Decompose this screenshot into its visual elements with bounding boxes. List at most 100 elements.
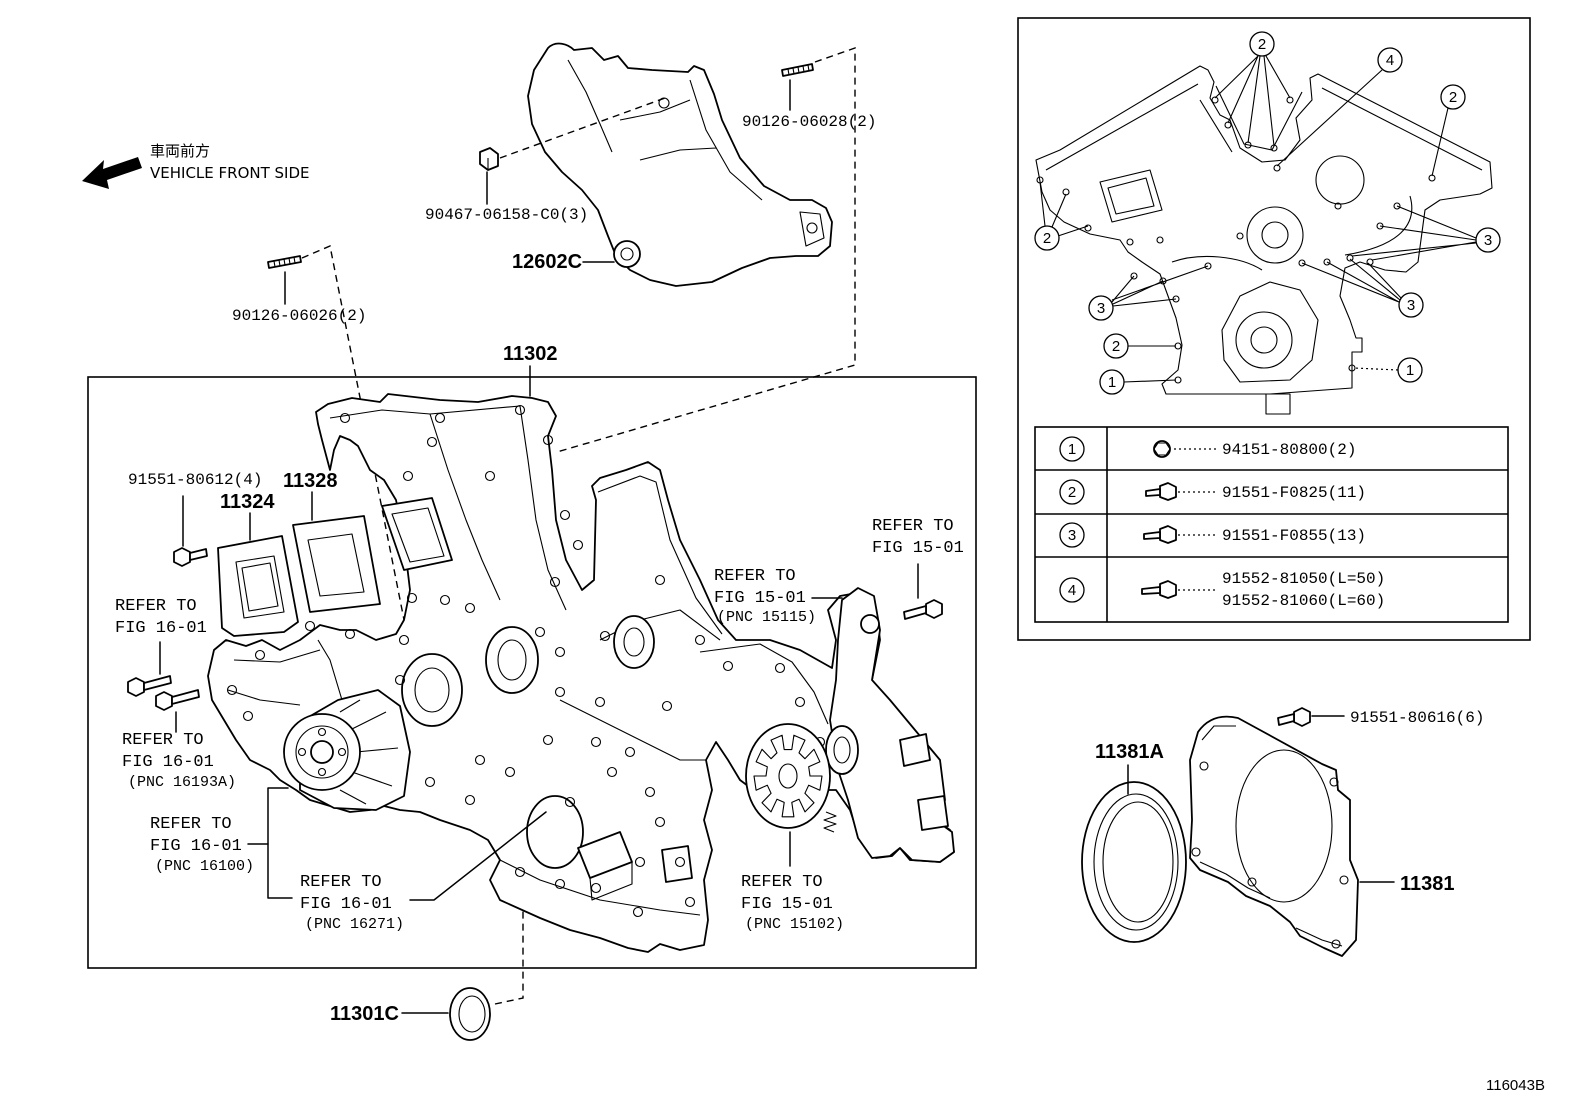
- ref-pnc16193a-pnc: (PNC 16193A): [128, 774, 236, 791]
- table-key: 1: [1068, 441, 1076, 458]
- inset-bolt-hole: [1348, 364, 1356, 372]
- nut-hex-icon: [1153, 442, 1171, 456]
- bolt-hole: [426, 436, 438, 448]
- direction-arrow-icon: [82, 157, 142, 189]
- callout-2-left: 2: [1034, 225, 1060, 251]
- inset-bolt-hole: [1236, 232, 1244, 240]
- bolt-hole: [594, 696, 606, 708]
- housing-outlet: [917, 795, 949, 831]
- water-pump-hub: [295, 725, 349, 779]
- ref-pnc16271-line1: REFER TO: [300, 873, 382, 892]
- bolt-hole: [654, 816, 666, 828]
- ref-pnc16100-pnc: (PNC 16100): [155, 858, 254, 875]
- water-pump-shaft: [310, 740, 334, 764]
- inset-water-pump-bore: [1246, 206, 1304, 264]
- bolt-hole: [242, 710, 254, 722]
- bolt-plate: 91551-80612(4): [128, 471, 262, 567]
- callout-circle: [1440, 84, 1466, 110]
- bolt-hole: [464, 602, 476, 614]
- bolt-shaft-icon: [143, 675, 172, 691]
- callout-number: 1: [1406, 362, 1414, 379]
- ref-pnc15102-line2: FIG 15-01: [741, 895, 833, 914]
- bolt-hole: [564, 796, 576, 808]
- ref-pnc16193a-line1: REFER TO: [122, 731, 204, 750]
- bolt-hole: [439, 594, 451, 606]
- inset-bolt-hole: [1334, 202, 1342, 210]
- inset-head-lines: [1045, 83, 1483, 271]
- rear-retainer-11381: 11381: [1189, 715, 1455, 957]
- bolt-hole: [554, 686, 566, 698]
- bolt-hole: [774, 662, 786, 674]
- callout-number: 3: [1484, 232, 1492, 249]
- coolant-window-inner: [391, 507, 445, 563]
- table-key: 3: [1068, 527, 1076, 544]
- water-inlet-bore: [414, 667, 450, 713]
- front-oil-seal-11301c: 11301C: [330, 987, 491, 1041]
- bolt-hole: [304, 620, 316, 632]
- bolt-hole: [344, 628, 356, 640]
- retainer-bolt-hole: [1199, 761, 1209, 771]
- inset-oil-pump-lobe: [1221, 281, 1319, 383]
- callout-number: 3: [1407, 297, 1415, 314]
- bolt-hole: [684, 896, 696, 908]
- timing-cover-11302: [207, 393, 955, 953]
- bolt-hole: [599, 630, 611, 642]
- direction-label-en: VEHICLE FRONT SIDE: [150, 164, 310, 182]
- callout-circle: [1088, 295, 1114, 321]
- bolt-hole: [474, 754, 486, 766]
- bolt-hole: [434, 412, 446, 424]
- bolt-hole: [674, 856, 686, 868]
- bolt-hole: [722, 660, 734, 672]
- inset-cover-outline: [1035, 65, 1493, 395]
- ref-pnc15115: REFER TO FIG 15-01 (PNC 15115): [714, 567, 843, 626]
- callout-1-right: 1: [1397, 357, 1423, 383]
- table-row: 3 91551-F0855(13): [1059, 522, 1366, 548]
- upper-cover-outline: [527, 42, 833, 287]
- nut-part-number: 90467-06158-C0(3): [425, 206, 588, 224]
- callout-circle: [1103, 333, 1129, 359]
- plate-11324: 11324: [217, 491, 299, 637]
- ref-pnc16271: REFER TO FIG 16-01 (PNC 16271): [300, 811, 547, 933]
- stud-lower-assembly-line: [301, 245, 409, 641]
- inset-bolt-hole: [1376, 222, 1384, 230]
- plate-outline: [217, 535, 299, 637]
- timing-cover-outline: [207, 393, 955, 953]
- inset-bolt-hole: [1366, 258, 1374, 266]
- callout-number: 2: [1449, 89, 1457, 106]
- inset-bolt-hole: [1211, 96, 1219, 104]
- callout-2-lower: 2: [1103, 333, 1129, 359]
- bolt-hole: [424, 776, 436, 788]
- retainer-part-number: 11381: [1400, 873, 1455, 895]
- housing-nozzle: [899, 733, 931, 767]
- bolt-hole: [542, 734, 554, 746]
- ref-pnc15102: REFER TO FIG 15-01 (PNC 15102): [741, 831, 844, 933]
- inset-frame: [1017, 17, 1531, 641]
- oil-filter-boss: [613, 615, 655, 669]
- bolt-hole: [606, 766, 618, 778]
- pulley-bolt-hole: [297, 747, 307, 757]
- cover-block-boss-edge: [589, 862, 633, 901]
- timing-cover-part-number: 11302: [503, 343, 558, 365]
- crank-seal-opening: [526, 795, 584, 869]
- table-part-number: 91551-F0825(11): [1222, 484, 1366, 502]
- timing-cover-group-frame: [87, 376, 977, 969]
- ref-pnc16193a: REFER TO FIG 16-01 (PNC 16193A): [122, 711, 236, 791]
- table-key: 4: [1068, 582, 1076, 599]
- stud-lower: 90126-06026(2): [232, 255, 366, 325]
- ref-pnc16100-leader: [267, 787, 293, 899]
- upper-cover-12602c: 12602C: [512, 42, 833, 287]
- table-part-number: 91552-81050(L=50): [1222, 570, 1385, 588]
- bolt-hole: [226, 684, 238, 696]
- inset-bolt-hole: [1130, 272, 1138, 280]
- figure-id: 116043B: [1486, 1077, 1545, 1094]
- ref-fig15-line1: REFER TO: [872, 517, 954, 536]
- bolt-head-icon: [173, 547, 191, 567]
- inset-crank-bore: [1235, 311, 1293, 369]
- inset-idler-bore: [1315, 155, 1365, 205]
- callout-2-right-leader: [1431, 107, 1449, 177]
- retainer-bolt-hole: [1339, 875, 1349, 885]
- bolt-hole: [661, 700, 673, 712]
- callout-2-right: 2: [1440, 84, 1466, 110]
- upper-cover-boss: [613, 240, 641, 268]
